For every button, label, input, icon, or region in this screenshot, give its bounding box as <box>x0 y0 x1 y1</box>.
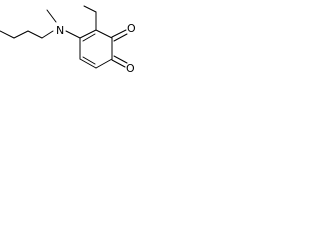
bond-ring-to-nitrogen <box>65 30 81 39</box>
oxygen-label-bottom: O <box>126 62 135 75</box>
bond-nitrogen-methyl <box>46 9 57 23</box>
bond-butyl-c2-c3 <box>13 30 29 39</box>
bond-ring-c3-c4-double <box>82 33 96 42</box>
bond-ring-c4-c5 <box>95 29 113 39</box>
bond-butyl-c3-c4 <box>0 30 15 39</box>
bond-ring-c1-c2-double <box>82 56 96 65</box>
bond-butyl-c1-c2 <box>27 30 43 39</box>
bond-carbonyl-top-a <box>111 29 127 38</box>
bond-carbonyl-bottom-b <box>113 55 128 64</box>
nitrogen-label: N <box>56 24 64 37</box>
bond-ethyl-ch3-ch2 <box>83 5 97 13</box>
bond-carbonyl-bottom-a <box>111 59 126 68</box>
bond-carbonyl-top-b <box>113 33 128 42</box>
oxygen-label-top: O <box>127 22 136 35</box>
bonds <box>0 5 128 69</box>
bond-ring-c3-c4 <box>79 29 97 39</box>
bond-ring-c6-c1 <box>95 58 113 69</box>
chemical-structure: N O O <box>0 5 136 75</box>
atom-labels: N O O <box>56 22 136 75</box>
bond-nitrogen-butyl <box>41 30 54 39</box>
bond-ring-c1-c2 <box>79 58 97 69</box>
